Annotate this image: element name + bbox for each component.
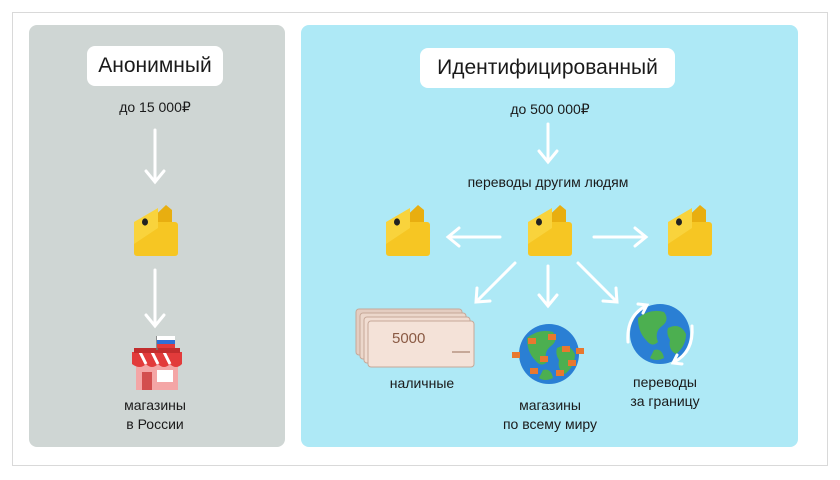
identified-limit: до 500 000₽ [510, 101, 590, 117]
abroad-transfers-line1: переводы [633, 374, 697, 390]
arrow-left-icon [445, 226, 502, 248]
arrow-down-icon [537, 122, 559, 165]
anonymous-title: Анонимный [87, 46, 223, 86]
world-shops-line2: по всему миру [502, 416, 598, 432]
wallet-icon [668, 205, 712, 256]
shops-russia-label: магазины в России [100, 396, 210, 434]
shop-icon [132, 348, 182, 390]
world-shops-line1: магазины [519, 397, 581, 413]
shops-russia-line1: магазины [124, 397, 186, 413]
globe-shop-icon [512, 324, 584, 384]
transfers-people-label: переводы другим людям [467, 174, 629, 190]
shops-russia-line2: в России [126, 416, 184, 432]
arrow-down-icon [144, 128, 166, 185]
abroad-transfers-line2: за границу [630, 393, 700, 409]
arrow-down-icon [144, 268, 166, 329]
world-shops-label: магазины по всему миру [490, 396, 610, 434]
russian-flag-icon [156, 336, 175, 350]
globe-icon [630, 304, 690, 364]
infographic-frame [12, 12, 828, 466]
arrow-down-icon [537, 264, 559, 309]
wallet-icon [528, 205, 572, 256]
abroad-transfers-label: переводы за границу [615, 373, 715, 411]
arrow-down-right-icon [576, 261, 619, 304]
arrow-right-icon [592, 226, 649, 248]
banknotes-icon: 5000 [355, 308, 475, 368]
anonymous-limit: до 15 000₽ [119, 99, 191, 115]
arrow-down-left-icon [474, 261, 517, 304]
identified-title: Идентифицированный [420, 48, 675, 88]
cycle-arrows-icon [626, 302, 694, 366]
wallet-icon [134, 205, 178, 256]
wallet-icon [386, 205, 430, 256]
banknote-value: 5000 [392, 330, 425, 347]
cash-label: наличные [389, 375, 455, 391]
